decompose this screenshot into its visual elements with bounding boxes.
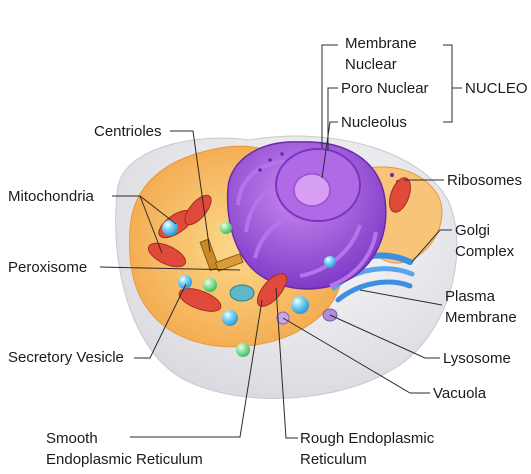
vesicle [222,310,238,326]
secretory-vesicle-ball [236,343,250,357]
peroxisome [220,222,232,234]
vesicle [291,296,309,314]
label-membrane-nuclear: Membrane Nuclear [345,33,417,75]
vesicle [162,220,178,236]
peroxisome [203,278,217,292]
nucleolus [294,174,330,206]
label-nucleo: NUCLEO [465,78,528,99]
label-poro-nuclear: Poro Nuclear [341,78,429,99]
label-peroxisome: Peroxisome [8,257,87,278]
label-lysosome: Lysosome [443,348,511,369]
label-vacuola: Vacuola [433,383,486,404]
label-secretory-vesicle: Secretory Vesicle [8,347,124,368]
label-smooth-er: Smooth Endoplasmic Reticulum [46,428,203,470]
peroxisome-body [230,285,254,301]
label-plasma-membrane: Plasma Membrane [445,286,517,328]
label-text: Membrane Nuclear [345,33,417,75]
label-mitochondria: Mitochondria [8,186,94,207]
vesicle [324,256,336,268]
label-ribosomes: Ribosomes [447,170,522,191]
label-centrioles: Centrioles [94,121,162,142]
label-rough-er: Rough Endoplasmic Reticulum [300,428,434,470]
label-nucleolus: Nucleolus [341,112,407,133]
label-golgi-complex: Golgi Complex [455,220,514,262]
